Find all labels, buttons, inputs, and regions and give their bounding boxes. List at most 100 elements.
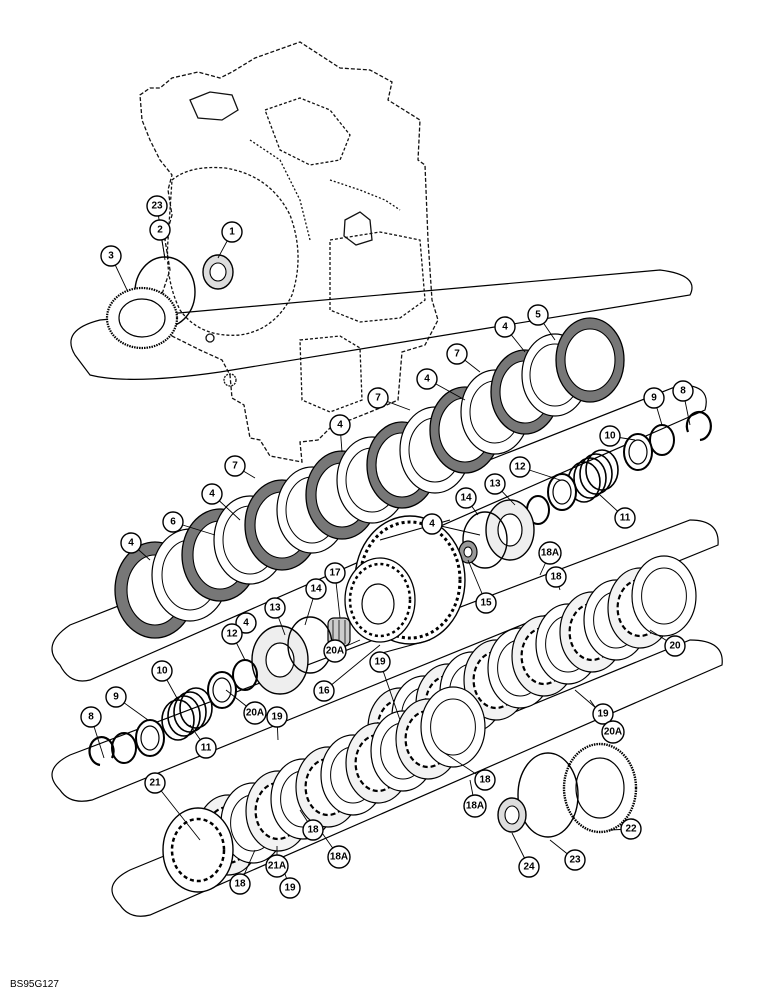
transmission-housing [139,41,439,463]
disc-bore [430,698,476,756]
callout-ring [229,873,251,895]
callout-11: 11 [195,737,217,759]
callout-number: 19 [597,709,609,720]
callout-ring [367,387,389,409]
callout-number: 11 [620,513,631,524]
callout-13: 13 [264,597,286,619]
explode-outline-second [51,384,707,682]
thrust-washer-24 [497,797,527,833]
callout-number: 8 [680,386,686,397]
callout-number: 23 [151,201,163,212]
callout-ring [279,877,301,899]
callout-ring [235,612,257,634]
callout-ring [672,380,694,402]
leader-line [323,644,381,692]
callout-number: 4 [209,489,215,500]
callout-number: 9 [651,393,657,404]
callout-number: 4 [243,618,249,629]
callout-number: 20A [246,708,264,719]
callout-20a: 20A [601,720,625,744]
callout-19: 19 [369,651,391,673]
callout-4: 4 [235,612,257,634]
upper-clutch-pack [114,317,625,639]
callout-number: 18 [234,879,246,890]
leader-line [154,782,201,841]
callout-22: 22 [620,818,642,840]
callout-ring [146,195,168,217]
callout-ring [105,686,127,708]
callout-number: 17 [329,568,341,579]
callout-ring [620,818,642,840]
callout-number: 4 [424,374,430,385]
callout-ring [265,854,289,878]
callout-number: 23 [569,855,581,866]
callout-number: 19 [284,883,296,894]
callout-ring [509,456,531,478]
callout-ring [224,455,246,477]
gear-plate-3 [105,286,179,350]
callout-12: 12 [221,623,243,645]
callout-23: 23 [146,195,168,217]
drawing-code: BS95G127 [10,979,59,990]
callout-15: 15 [475,592,497,614]
callout-number: 20A [604,727,622,738]
callout-number: 4 [337,420,343,431]
callout-ring [527,304,549,326]
callout-number: 18 [550,572,562,583]
callout-number: 6 [170,517,176,528]
callout-ring [221,221,243,243]
callout-8: 8 [672,380,694,402]
callout-7: 7 [446,343,468,365]
callout-number: 13 [489,479,501,490]
callout-number: 12 [514,462,526,473]
callout-ring [302,819,324,841]
callout-number: 13 [269,603,281,614]
callout-7: 7 [224,455,246,477]
callout-21a: 21A [265,854,289,878]
callout-ring [305,578,327,600]
callout-ring [266,706,288,728]
callout-ring [474,769,496,791]
callout-number: 19 [271,712,283,723]
callout-ring [100,245,122,267]
callout-4: 4 [120,532,142,554]
callout-ring [120,532,142,554]
callout-ring [80,706,102,728]
callout-20: 20 [664,635,686,657]
callout-5: 5 [527,304,549,326]
callout-10: 10 [599,425,621,447]
callout-13: 13 [484,473,506,495]
callout-ring [463,794,487,818]
callout-number: 2 [157,225,163,236]
callout-number: 18A [330,852,348,863]
callout-17: 17 [324,562,346,584]
callout-1: 1 [221,221,243,243]
callout-ring [243,701,267,725]
callout-number: 18 [479,775,491,786]
callout-18: 18 [302,819,324,841]
callout-number: 19 [374,657,386,668]
spring-11 [567,449,619,503]
callout-10: 10 [151,660,173,682]
callout-number: 18A [466,801,484,812]
callout-9: 9 [105,686,127,708]
callout-ring [494,316,516,338]
callout-number: 24 [523,862,535,873]
callout-ring [416,368,438,390]
explode-outline-upper [70,269,693,380]
callout-20a: 20A [323,639,347,663]
lower-clutch-pack-lower-row [195,686,486,876]
callout-number: 12 [226,629,238,640]
callout-number: 4 [429,519,435,530]
callout-ring [421,513,443,535]
callout-7: 7 [367,387,389,409]
callout-number: 10 [604,431,616,442]
callout-ring [323,639,347,663]
callout-ring [144,772,166,794]
callout-number: 9 [113,692,119,703]
explode-outline-fourth [111,639,723,917]
callout-ring [518,856,540,878]
callout-ring [592,703,614,725]
callout-number: 20 [669,641,681,652]
